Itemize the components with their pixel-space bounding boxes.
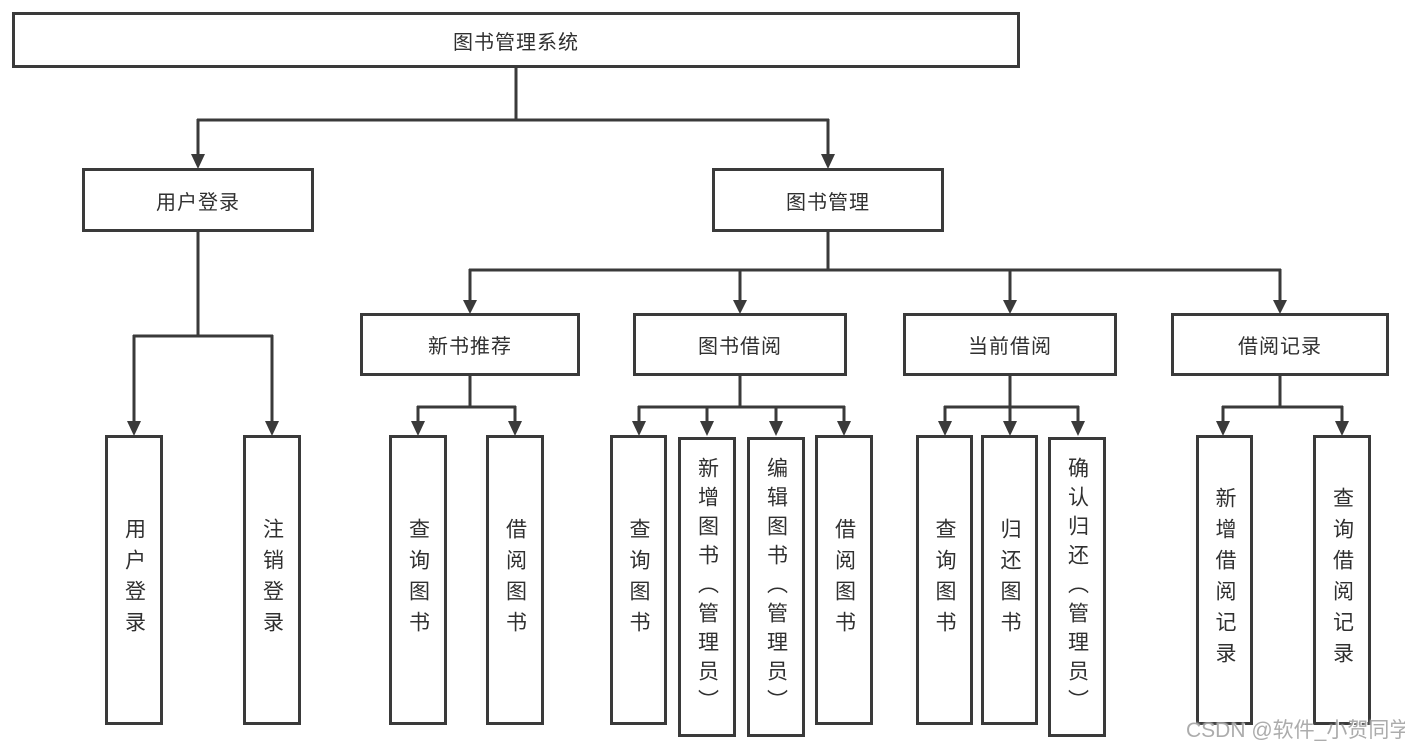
leaf-query-books-recommend: 查询图书 [389,435,447,725]
leaf-borrow-books: 借阅图书 [815,435,873,725]
node-current-borrowing: 当前借阅 [903,313,1117,376]
leaf-add-book-admin: 新增图书（管理员） [678,437,736,737]
node-book-management: 图书管理 [712,168,944,232]
arrowhead-icons [127,154,1349,436]
leaf-add-borrow-record: 新增借阅记录 [1196,435,1253,725]
csdn-watermark: CSDN @软件_小贺同学 [1186,719,1405,742]
node-new-book-recommendation: 新书推荐 [360,313,580,376]
leaf-borrow-books-recommend: 借阅图书 [486,435,544,725]
connector-edges [132,68,1344,421]
leaf-return-book: 归还图书 [981,435,1038,725]
node-library-management-system: 图书管理系统 [12,12,1020,68]
leaf-confirm-return-admin: 确认归还（管理员） [1048,437,1106,737]
leaf-query-books-current: 查询图书 [916,435,973,725]
leaf-edit-book-admin: 编辑图书（管理员） [747,437,805,737]
leaf-query-books-borrow: 查询图书 [610,435,667,725]
leaf-query-borrow-record: 查询借阅记录 [1313,435,1371,725]
node-user-login: 用户登录 [82,168,314,232]
node-borrowing-records: 借阅记录 [1171,313,1389,376]
leaf-logout: 注销登录 [243,435,301,725]
node-book-borrowing: 图书借阅 [633,313,847,376]
leaf-user-login: 用户登录 [105,435,163,725]
